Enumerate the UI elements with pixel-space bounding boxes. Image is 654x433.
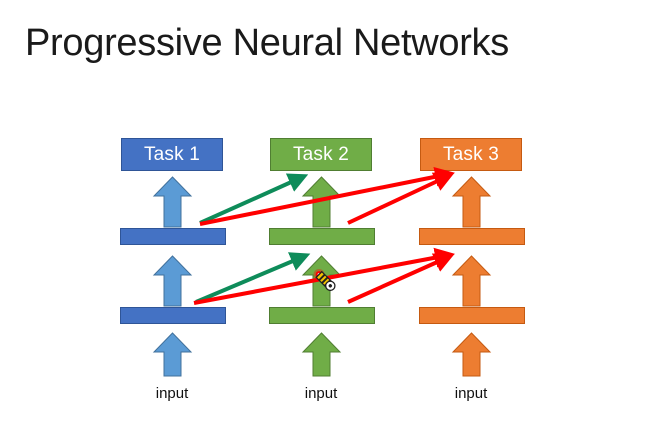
green-arrow-lower-col1-col2 <box>195 252 311 304</box>
task-box-1[interactable]: Task 1 <box>121 138 223 171</box>
task-box-3[interactable]: Task 3 <box>420 138 522 171</box>
task-box-3-label: Task 3 <box>442 143 500 165</box>
pen-annotation-cursor[interactable] <box>310 266 344 300</box>
up-arrow-col2-upper <box>301 176 342 228</box>
input-label-col2: input <box>304 385 338 402</box>
green-arrow-upper-col1-col2 <box>199 173 309 225</box>
input-label-col1: input <box>155 385 189 402</box>
task-box-2-label: Task 2 <box>292 143 350 165</box>
up-arrow-col3-input <box>451 332 492 377</box>
up-arrow-col1-input <box>152 332 193 377</box>
layer-bar-col3-upper <box>419 228 525 245</box>
up-arrow-col2-input <box>301 332 342 377</box>
red-arrow-lower-col2-col3 <box>347 253 455 304</box>
layer-bar-col3-lower <box>419 307 525 324</box>
task-box-1-label: Task 1 <box>143 143 201 165</box>
layer-bar-col2-lower <box>269 307 375 324</box>
up-arrow-col1-upper <box>152 176 193 228</box>
up-arrow-col3-upper <box>451 176 492 228</box>
page-title: Progressive Neural Networks <box>25 22 509 64</box>
up-arrow-col3-middle <box>451 255 492 307</box>
up-arrow-col1-middle <box>152 255 193 307</box>
layer-bar-col2-upper <box>269 228 375 245</box>
task-box-2[interactable]: Task 2 <box>270 138 372 171</box>
red-arrow-upper-col2-col3 <box>347 172 455 225</box>
input-label-col3: input <box>454 385 488 402</box>
layer-bar-col1-upper <box>120 228 226 245</box>
layer-bar-col1-lower <box>120 307 226 324</box>
